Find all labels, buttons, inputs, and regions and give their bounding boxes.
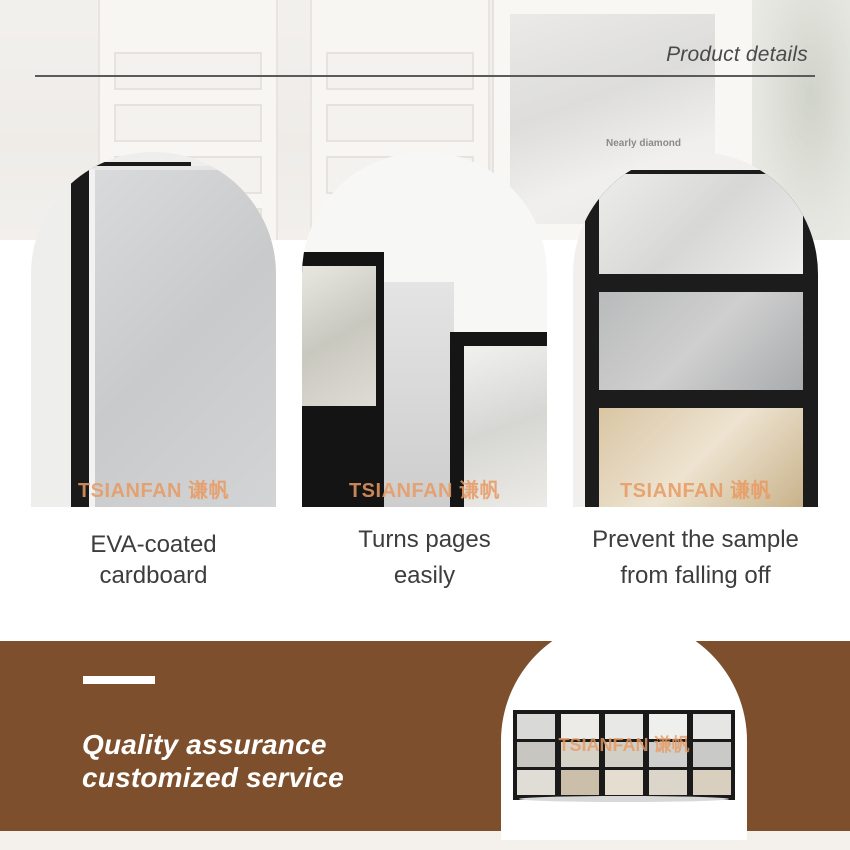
brand-watermark: TSIANFAN 谦帆 xyxy=(619,480,772,502)
caption-line: from falling off xyxy=(620,562,771,589)
product-display-card: TSIANFAN 谦帆 xyxy=(501,618,747,840)
banner-slogan-line1: Quality assurance xyxy=(82,729,327,760)
page-spine xyxy=(384,282,454,507)
section-title: Product details xyxy=(666,43,808,66)
left-page xyxy=(302,252,384,507)
caption-line: EVA-coated xyxy=(90,531,217,558)
feature-caption-secure: Prevent the sample from falling off xyxy=(573,524,818,591)
marble-tile xyxy=(599,408,803,507)
brand-watermark: TSIANFAN 谦帆 xyxy=(348,480,501,502)
caption-line: Turns pages xyxy=(358,526,491,553)
feature-card-secure: TSIANFAN 谦帆 xyxy=(573,152,818,507)
brand-watermark: TSIANFAN 谦帆 xyxy=(77,480,230,502)
feature-card-eva: TSIANFAN 谦帆 xyxy=(31,152,276,507)
marble-tile xyxy=(599,174,803,274)
eva-board xyxy=(89,166,276,507)
marble-tile xyxy=(599,292,803,390)
feature-caption-eva: EVA-coated cardboard xyxy=(31,529,276,591)
caption-line: easily xyxy=(393,562,456,589)
display-rack xyxy=(513,710,735,800)
right-page xyxy=(450,332,547,507)
caption-line: Prevent the sample xyxy=(592,526,799,553)
caption-line: cardboard xyxy=(99,562,208,589)
accent-bar xyxy=(83,676,155,684)
feature-card-pages: TSIANFAN 谦帆 xyxy=(302,152,547,507)
brand-watermark: TSIANFAN 谦帆 xyxy=(558,735,690,755)
banner-slogan-line2: customized service xyxy=(82,762,344,793)
title-divider xyxy=(35,75,815,77)
feature-caption-pages: Turns pages easily xyxy=(302,524,547,591)
poster-title: Nearly diamond xyxy=(606,138,682,149)
